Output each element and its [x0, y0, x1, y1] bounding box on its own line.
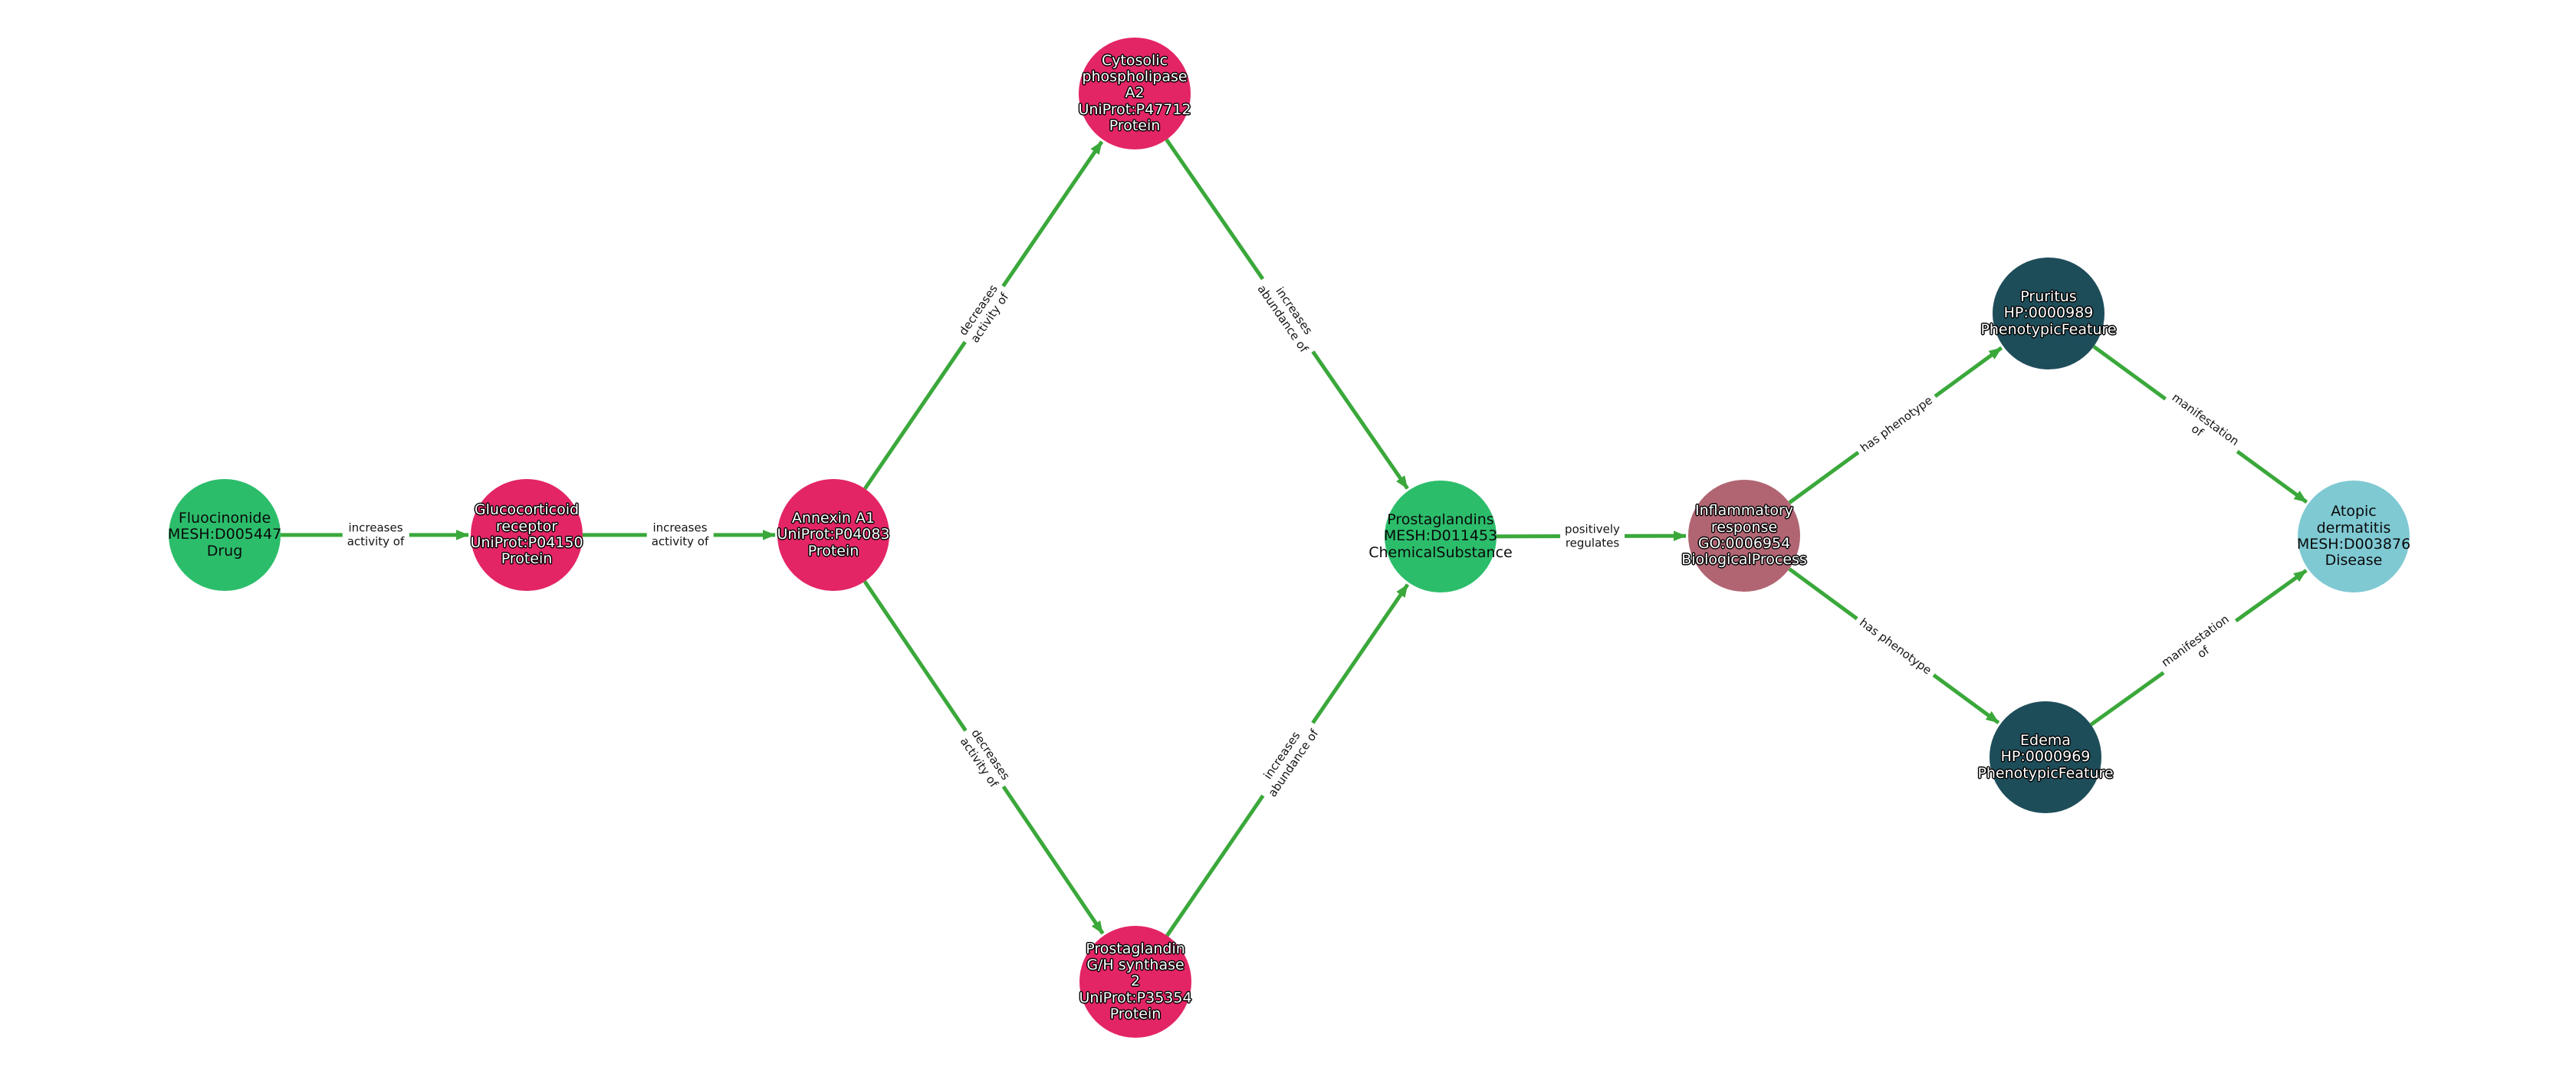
node-category: BiologicalProcess [1681, 551, 1807, 569]
node-name: Prostaglandins [1387, 511, 1494, 529]
node-name: Cytosolic phospholipase A2 [1082, 51, 1188, 102]
node-curie: MESH:D011453 [1383, 527, 1498, 545]
node-category: Protein [1109, 116, 1161, 134]
node-name: Pruritus [2020, 288, 2077, 306]
edge-label-line: increases [652, 520, 708, 535]
node-category: Protein [1109, 1005, 1162, 1022]
node-curie: HP:0000969 [2000, 748, 2091, 766]
node-category: Protein [807, 542, 859, 559]
node-curie: UniProt:P47712 [1078, 100, 1191, 118]
node-category: ChemicalSubstance [1368, 543, 1513, 561]
node-curie: MESH:D003876 [2296, 536, 2411, 553]
node-curie: HP:0000989 [2003, 304, 2094, 322]
node-name: Edema [2020, 732, 2071, 750]
node-category: Disease [2325, 552, 2383, 569]
node-name: Atopic dermatitis [2316, 503, 2391, 536]
edge-label-line: regulates [1565, 535, 1620, 550]
node-curie: UniProt:P04083 [777, 526, 890, 543]
node-name: Annexin A1 [791, 510, 876, 527]
node-name: Glucocorticoid receptor [474, 501, 580, 535]
node-category: PhenotypicFeature [1977, 764, 2114, 782]
node-name: Fluocinonide [178, 510, 271, 527]
node-name: Prostaglandin G/H synthase 2 [1086, 940, 1185, 990]
node-curie: UniProt:P35354 [1079, 989, 1192, 1006]
node-category: PhenotypicFeature [1980, 320, 2117, 338]
edge-label-line: activity of [651, 534, 709, 548]
node-curie: UniProt:P04150 [470, 534, 583, 551]
edge-label-line: activity of [347, 534, 405, 548]
node-curie: MESH:D005447 [167, 526, 282, 543]
node-curie: GO:0006954 [1697, 535, 1791, 552]
node-name: Inflammatory response [1694, 502, 1794, 536]
edge-label-line: positively [1565, 521, 1620, 536]
edge-label-line: increases [348, 520, 403, 535]
node-category: Protein [501, 550, 553, 568]
node-category: Drug [206, 542, 243, 559]
